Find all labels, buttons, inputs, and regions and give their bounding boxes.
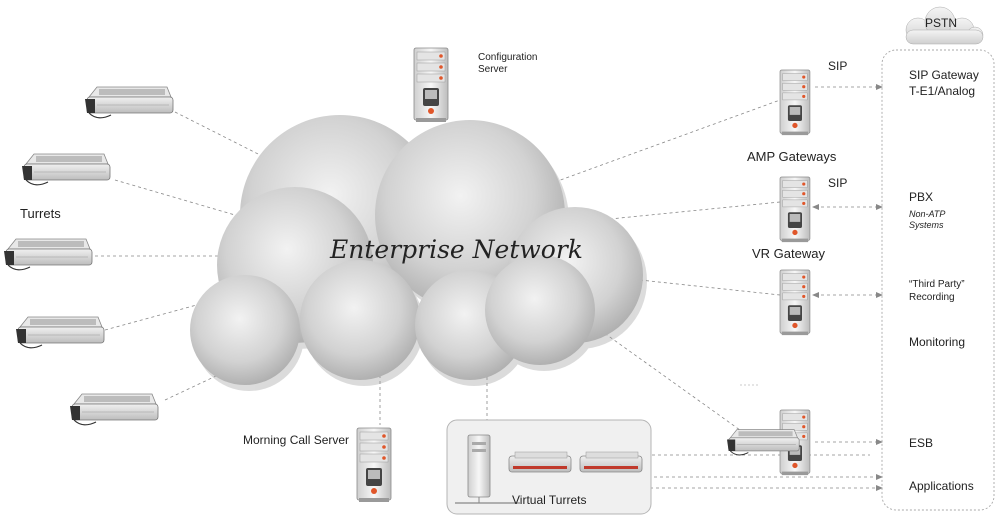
virtual-tower-icon (455, 434, 520, 504)
vr-gateway-server-icon (779, 269, 811, 336)
turret-phone-icon (84, 86, 174, 119)
turret-phone-icon (3, 238, 93, 271)
vr-gateway-label: VR Gateway (752, 246, 825, 261)
t-e1-analog-label: T-E1/Analog (909, 84, 976, 98)
turrets-label: Turrets (20, 206, 61, 221)
configuration-server-icon (413, 47, 449, 123)
non-atp-systems-label: Non-ATP Systems (909, 209, 945, 231)
non-atp-label-line2: Systems (909, 220, 944, 230)
pstn-cloud-shape (905, 6, 984, 45)
esb-turret-phone-icon (726, 429, 800, 456)
amp-gateway-server-icon (779, 176, 811, 243)
amp-gateways-label: AMP Gateways (747, 149, 837, 164)
virtual-turrets-label: Virtual Turrets (512, 493, 587, 507)
configuration-server-label: Configuration Server (478, 52, 537, 76)
enterprise-network-title: Enterprise Network (330, 235, 583, 264)
morning-call-server-icon (356, 427, 392, 503)
turret-phone-icon (15, 316, 105, 349)
virtual-turret-phone-icon (579, 451, 643, 473)
endpoints-panel (881, 49, 995, 511)
enterprise-cloud-shape (190, 115, 647, 391)
sip-gateway-label: SIP Gateway (909, 68, 979, 82)
pbx-label: PBX (909, 190, 934, 204)
turret-phone-icon (69, 393, 159, 426)
sip-label-mid: SIP (828, 176, 848, 190)
configuration-server-label-line1: Configuration (478, 52, 538, 63)
recording-label: Recording (909, 292, 955, 303)
virtual-turret-phone-icon (508, 451, 572, 473)
esb-label: ESB (909, 436, 934, 450)
sip-label-top: SIP (828, 59, 848, 73)
monitoring-label: Monitoring (909, 335, 966, 349)
non-atp-label-line1: Non-ATP (909, 209, 946, 219)
morning-call-server-label: Morning Call Server (243, 433, 350, 447)
pstn-label: PSTN (925, 16, 958, 30)
arrowheads (812, 84, 883, 491)
configuration-server-label-line2: Server (478, 64, 508, 75)
turret-phone-icon (21, 153, 111, 186)
sip-gateway-server-icon (779, 69, 811, 136)
third-party-label: “Third Party” (909, 279, 965, 290)
applications-label: Applications (909, 479, 974, 493)
